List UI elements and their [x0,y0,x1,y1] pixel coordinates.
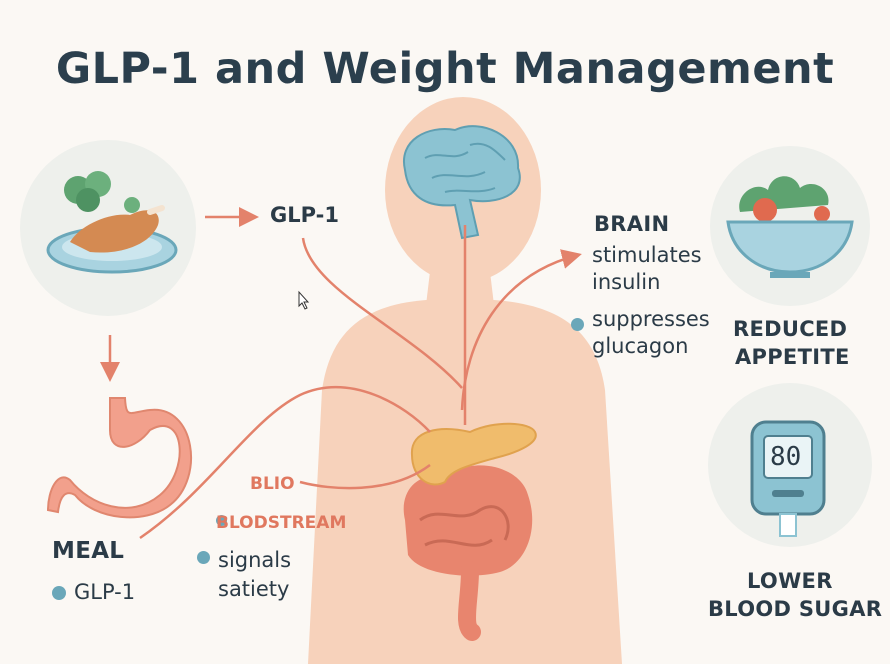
reduced-label: REDUCED [733,317,848,341]
brain-label: BRAIN [594,212,670,236]
glucose-meter-icon [708,383,872,547]
glucagon-label: glucagon [592,334,689,358]
bullet-dot [571,318,584,331]
signals-label: signals [218,548,292,572]
satiety-label: satiety [218,577,290,601]
cursor-icon [298,290,310,310]
pathway-arrows [100,207,582,540]
salad-bowl-icon [710,146,870,306]
appetite-label: APPETITE [735,345,850,369]
lower-label: LOWER [747,569,833,593]
bullet-dot [197,551,210,564]
bloodstream-label: BLODSTREAM [216,513,347,533]
stomach-icon [46,397,192,519]
page-title: GLP-1 and Weight Management [55,44,835,94]
intestine-icon [403,465,533,641]
suppresses-label: suppresses [592,307,710,331]
brain-icon [402,125,521,240]
glp1-bottom-label: GLP-1 [74,580,136,604]
meal-label: MEAL [52,538,125,564]
bullet-dot [52,586,66,600]
plate-meal-icon [20,140,196,316]
insulin-label: insulin [592,270,661,294]
stimulates-label: stimulates [592,243,702,267]
pancreas-icon [410,422,537,486]
bullet-dot [216,515,227,526]
glp1-top-label: GLP-1 [270,203,339,227]
blio-label: BLIO [250,474,295,494]
meter-reading: 80 [770,442,802,472]
blood-sugar-label: BLOOD SUGAR [708,597,883,621]
